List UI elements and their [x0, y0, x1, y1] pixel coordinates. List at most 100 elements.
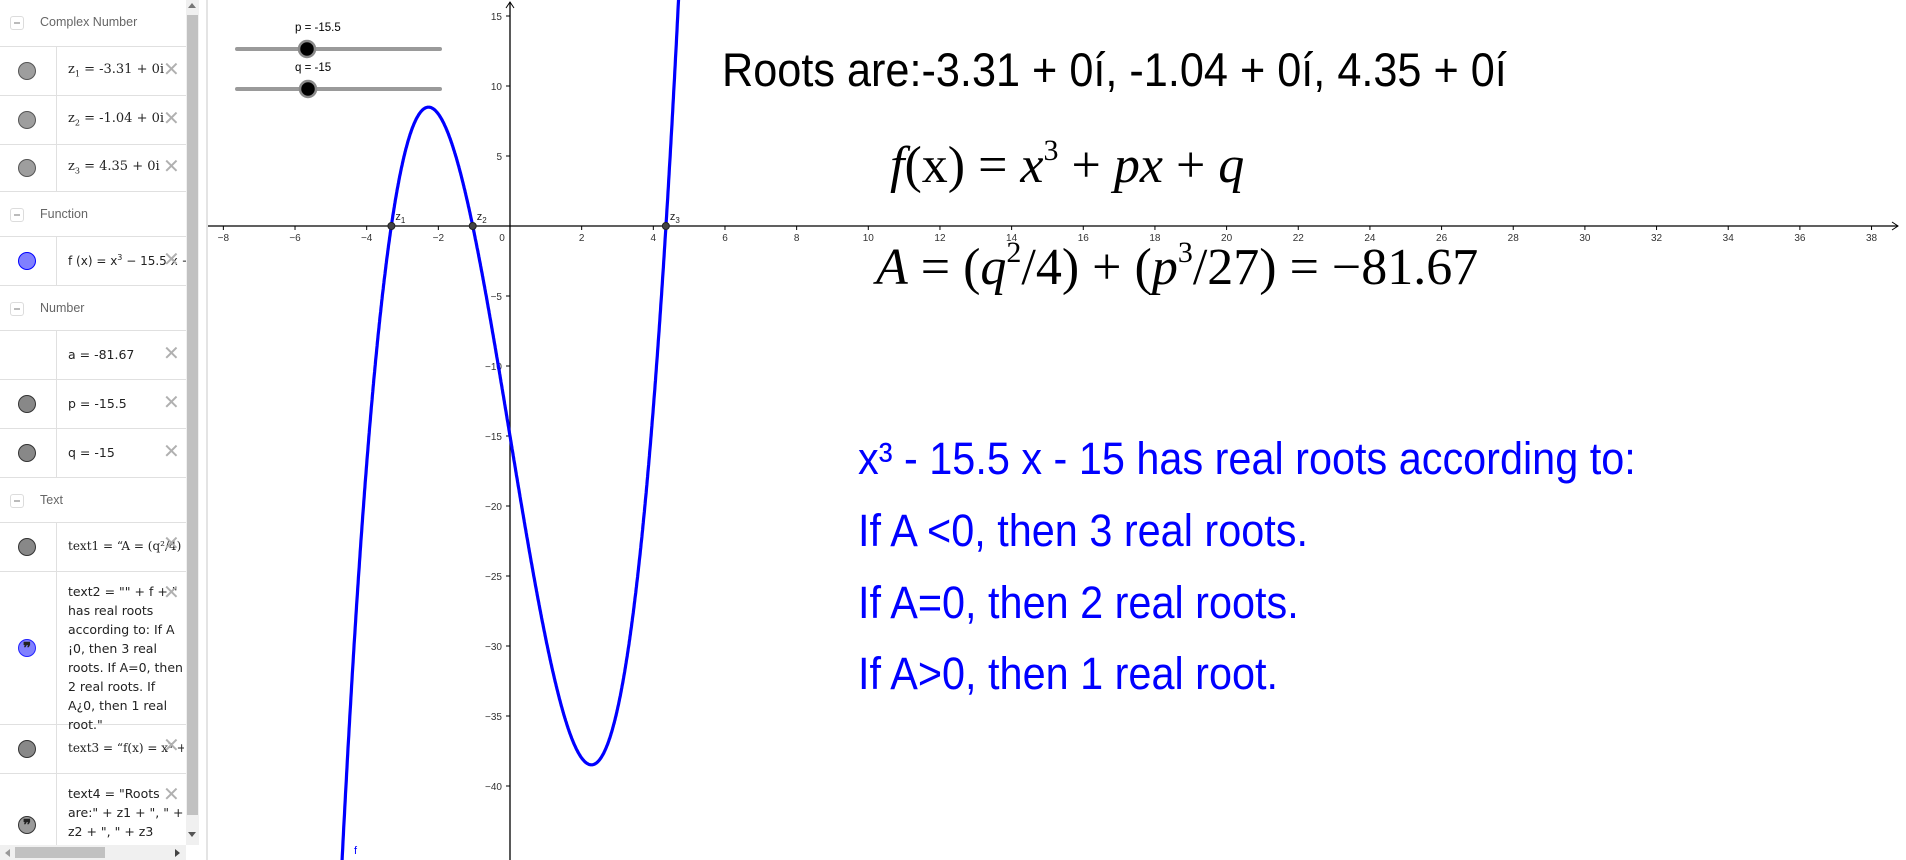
delete-icon[interactable]: ✕ — [163, 390, 180, 414]
x-tick-label: 26 — [1436, 233, 1448, 244]
marble-cell — [0, 331, 57, 379]
point-z1[interactable] — [387, 222, 396, 230]
scrollbar-thumb[interactable] — [187, 15, 198, 815]
delete-icon[interactable]: ✕ — [163, 106, 180, 130]
delete-icon[interactable]: ✕ — [163, 439, 180, 463]
horizontal-scrollbar[interactable] — [0, 845, 186, 860]
algebra-row-text2[interactable]: ❞ text2 = "" + f + " has real roots acco… — [0, 572, 186, 732]
algebra-row-z2[interactable]: z2 = -1.04 + 0i ✕ — [0, 96, 186, 145]
quote-icon[interactable]: ❞ — [18, 639, 36, 657]
text1-definition[interactable]: text1 = “A = (q²/4) — [68, 539, 182, 553]
a-definition[interactable]: a = -81.67 — [68, 347, 135, 362]
delete-icon[interactable]: ✕ — [163, 247, 180, 271]
point-z3[interactable] — [661, 222, 670, 230]
x-tick-label: 32 — [1651, 233, 1663, 244]
z1-definition[interactable]: z1 = -3.31 + 0i — [68, 62, 165, 79]
p-definition[interactable]: p = -15.5 — [68, 396, 127, 411]
roots-explanation-line-1[interactable]: x³ - 15.5 x - 15 has real roots accordin… — [858, 433, 1636, 484]
delete-icon[interactable]: ✕ — [163, 341, 180, 365]
slider-p-knob[interactable] — [297, 39, 317, 59]
collapse-icon[interactable] — [10, 16, 24, 30]
x-tick-label: 10 — [863, 233, 875, 244]
x-tick-label: 6 — [722, 233, 728, 244]
x-tick-label: 2 — [579, 233, 585, 244]
delete-icon[interactable]: ✕ — [163, 580, 180, 604]
collapse-icon[interactable] — [10, 494, 24, 508]
scrollbar-thumb[interactable] — [15, 847, 105, 858]
roots-explanation-line-4[interactable]: If A>0, then 1 real root. — [858, 648, 1279, 699]
scroll-up-icon[interactable] — [188, 3, 196, 8]
visibility-toggle-icon[interactable] — [18, 111, 36, 129]
visibility-toggle-icon[interactable] — [18, 62, 36, 80]
visibility-toggle-icon[interactable] — [18, 444, 36, 462]
x-tick-label: 36 — [1794, 233, 1806, 244]
panel-divider[interactable] — [199, 0, 208, 860]
slider-q-label: q = -15 — [295, 62, 332, 74]
category-complex-number[interactable]: Complex Number — [0, 0, 186, 47]
collapse-icon[interactable] — [10, 302, 24, 316]
delete-icon[interactable]: ✕ — [163, 57, 180, 81]
f-definition[interactable]: f (x) = x3 − 15.5 x − — [68, 253, 186, 268]
z3-definition[interactable]: z3 = 4.35 + 0i — [68, 159, 160, 176]
category-number[interactable]: Number — [0, 286, 186, 331]
marble-cell — [0, 380, 57, 428]
x-tick-label: 4 — [651, 233, 657, 244]
function-f-curve[interactable] — [340, 0, 681, 860]
discriminant-formula[interactable]: A = (q2/4) + (p3/27) = −81.67 — [876, 236, 1479, 296]
algebra-row-q[interactable]: q = -15 ✕ — [0, 429, 186, 478]
scroll-right-icon[interactable] — [175, 849, 180, 857]
marble-cell: ❞ — [0, 774, 57, 860]
algebra-row-text3[interactable]: text3 = “f(x) = x³ + p ✕ — [0, 725, 186, 774]
point-label-z2: z2 — [477, 211, 488, 225]
q-definition[interactable]: q = -15 — [68, 445, 115, 460]
delete-icon[interactable]: ✕ — [163, 154, 180, 178]
visibility-toggle-icon[interactable] — [18, 740, 36, 758]
algebra-row-z1[interactable]: z1 = -3.31 + 0i ✕ — [0, 47, 186, 96]
algebra-row-text1[interactable]: text1 = “A = (q²/4) ✕ — [0, 523, 186, 572]
scroll-down-icon[interactable] — [188, 832, 196, 837]
x-tick-label: 30 — [1579, 233, 1591, 244]
visibility-toggle-icon[interactable] — [18, 159, 36, 177]
z2-definition[interactable]: z2 = -1.04 + 0i — [68, 111, 165, 128]
algebra-row-a[interactable]: a = -81.67 ✕ — [0, 331, 186, 380]
text2-definition[interactable]: text2 = "" + f + " has real roots accord… — [68, 584, 183, 732]
algebra-row-text4[interactable]: ❞ text4 = "Roots are:" + z1 + ", " + z2 … — [0, 774, 186, 860]
x-tick-label: −2 — [433, 233, 445, 244]
roots-explanation-line-2[interactable]: If A <0, then 3 real roots. — [858, 505, 1308, 556]
x-tick-label: 20 — [1221, 233, 1233, 244]
slider-q-knob[interactable] — [298, 79, 318, 99]
collapse-icon[interactable] — [10, 208, 24, 222]
text3-definition[interactable]: text3 = “f(x) = x³ + p — [68, 741, 184, 755]
quote-icon[interactable]: ❞ — [18, 816, 36, 834]
category-text[interactable]: Text — [0, 478, 186, 523]
visibility-toggle-icon[interactable] — [18, 395, 36, 413]
delete-icon[interactable]: ✕ — [163, 733, 180, 757]
point-label-z3: z3 — [670, 211, 681, 225]
delete-icon[interactable]: ✕ — [163, 531, 180, 555]
visibility-toggle-icon[interactable] — [18, 538, 36, 556]
x-tick-label: −8 — [218, 233, 230, 244]
point-z2[interactable] — [468, 222, 477, 230]
scroll-left-icon[interactable] — [5, 849, 10, 857]
algebra-row-f[interactable]: f (x) = x3 − 15.5 x − ✕ — [0, 237, 186, 286]
x-axis-arrow-icon — [1891, 221, 1899, 231]
delete-icon[interactable]: ✕ — [163, 782, 180, 806]
x-tick-label: 24 — [1364, 233, 1376, 244]
x-tick-label: 34 — [1723, 233, 1735, 244]
category-label: Function — [40, 207, 88, 221]
category-function[interactable]: Function — [0, 192, 186, 237]
x-tick-label: −4 — [361, 233, 373, 244]
algebra-row-p[interactable]: p = -15.5 ✕ — [0, 380, 186, 429]
marble-cell — [0, 96, 57, 144]
roots-explanation-line-3[interactable]: If A=0, then 2 real roots. — [858, 577, 1299, 628]
function-formula[interactable]: f(x) = x3 + px + q — [890, 134, 1245, 194]
y-tick-label: −15 — [485, 432, 502, 443]
algebra-row-z3[interactable]: z3 = 4.35 + 0i ✕ — [0, 145, 186, 192]
visibility-toggle-icon[interactable] — [18, 252, 36, 270]
vertical-scrollbar[interactable] — [186, 0, 199, 845]
x-tick-label: −6 — [289, 233, 301, 244]
text4-definition[interactable]: text4 = "Roots are:" + z1 + ", " + z2 + … — [68, 786, 184, 839]
roots-text[interactable]: Roots are:-3.31 + 0í, -1.04 + 0í, 4.35 +… — [722, 43, 1507, 96]
